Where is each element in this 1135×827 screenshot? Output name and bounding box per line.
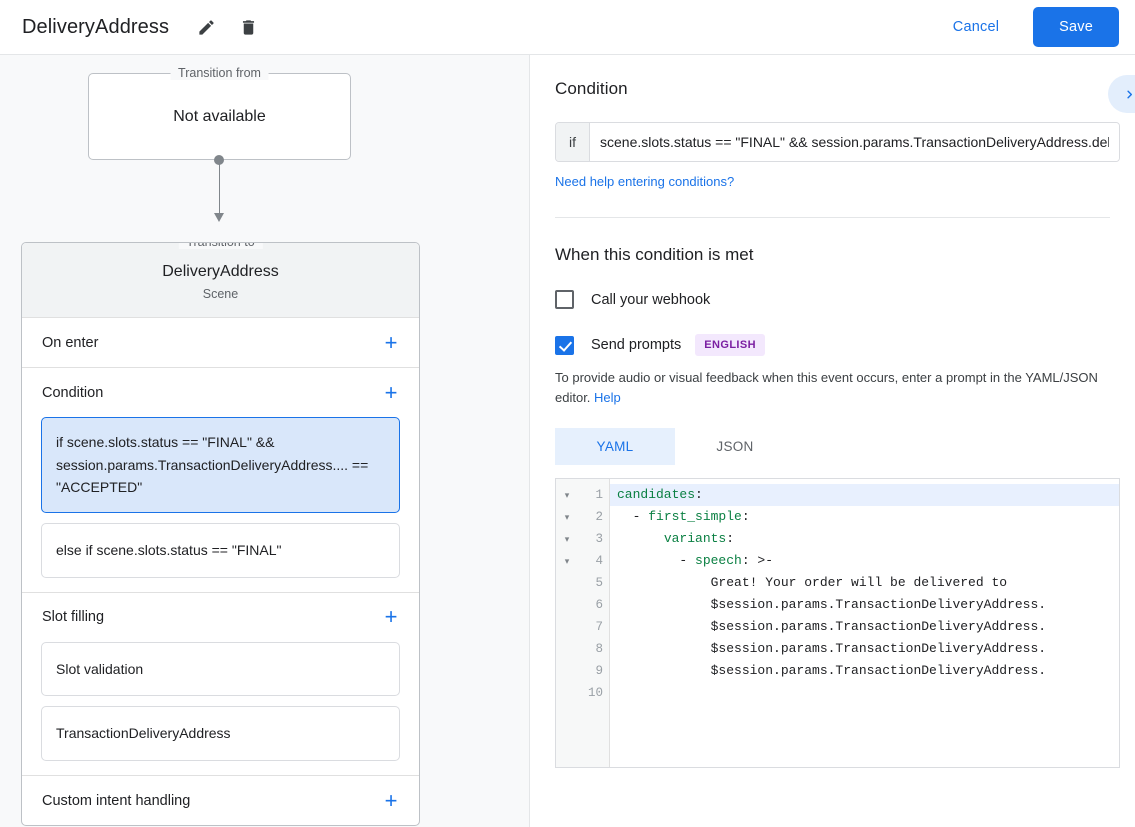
line-number: 1 bbox=[595, 488, 603, 503]
condition-help-link[interactable]: Need help entering conditions? bbox=[555, 174, 735, 189]
page-title: DeliveryAddress bbox=[22, 15, 170, 38]
tab-json[interactable]: JSON bbox=[716, 439, 754, 455]
code-line[interactable]: candidates: bbox=[610, 484, 1119, 507]
editor-code-area[interactable]: candidates: - first_simple: variants: - … bbox=[610, 479, 1119, 767]
code-line[interactable]: variants: bbox=[663, 531, 735, 547]
transition-to-header: DeliveryAddress Scene bbox=[22, 243, 419, 318]
condition-input-row: if bbox=[555, 122, 1120, 162]
transition-from-legend: Transition from bbox=[170, 66, 269, 80]
call-webhook-label: Call your webhook bbox=[591, 291, 711, 308]
section-title-slot-filling: Slot filling bbox=[42, 609, 105, 626]
condition-if-label: if bbox=[556, 123, 590, 161]
line-number: 6 bbox=[595, 598, 603, 613]
transition-to-subtitle: Scene bbox=[202, 287, 239, 301]
code-key: speech bbox=[695, 553, 742, 569]
condition-expression-input[interactable] bbox=[590, 123, 1119, 161]
section-title-custom-intent-handling: Custom intent handling bbox=[42, 792, 191, 809]
transition-from-value: Not available bbox=[173, 107, 266, 125]
fold-toggle-icon[interactable]: ▾ bbox=[564, 511, 570, 522]
line-number: 10 bbox=[587, 686, 603, 701]
editor-format-tabs: YAML JSON bbox=[555, 428, 1110, 466]
section-on-enter: On enter + bbox=[22, 318, 419, 368]
cancel-button[interactable]: Cancel bbox=[937, 11, 1015, 43]
condition-item[interactable]: else if scene.slots.status == "FINAL" bbox=[41, 523, 400, 578]
code-line[interactable]: $session.params.TransactionDeliveryAddre… bbox=[617, 641, 1047, 657]
scene-graph-panel: Transition from Not available Transition… bbox=[0, 55, 530, 827]
add-condition-icon[interactable]: + bbox=[384, 379, 398, 405]
send-prompts-row: Send prompts ENGLISH bbox=[555, 334, 1110, 356]
code-line[interactable]: $session.params.TransactionDeliveryAddre… bbox=[617, 619, 1047, 635]
section-header-condition[interactable]: Condition + bbox=[22, 368, 419, 417]
prompts-hint-text: To provide audio or visual feedback when… bbox=[555, 370, 1098, 406]
line-number: 8 bbox=[595, 642, 603, 657]
condition-details-panel: Condition if Need help entering conditio… bbox=[530, 55, 1135, 827]
code-line[interactable]: Great! Your order will be delivered to bbox=[617, 575, 1008, 591]
section-header-slot-filling[interactable]: Slot filling + bbox=[22, 593, 419, 642]
save-button[interactable]: Save bbox=[1033, 7, 1119, 47]
send-prompts-checkbox[interactable] bbox=[555, 335, 574, 355]
editor-fold-gutter[interactable]: ▾ ▾ ▾ ▾ bbox=[556, 479, 578, 768]
code-line[interactable] bbox=[610, 682, 1119, 704]
code-key: first_simple bbox=[648, 509, 742, 525]
code-line[interactable]: - first_simple: bbox=[617, 509, 750, 525]
transition-to-name: DeliveryAddress bbox=[162, 263, 279, 280]
expand-panel-button[interactable] bbox=[1108, 75, 1135, 113]
code-line[interactable]: - speech: >- bbox=[617, 553, 774, 569]
line-number: 7 bbox=[595, 620, 603, 635]
prompt-code-editor[interactable]: ▾ ▾ ▾ ▾ 1 2 3 4 5 6 7 8 9 10 candidates: - first_sim… bbox=[555, 478, 1120, 769]
prompts-help-link[interactable]: Help bbox=[594, 390, 621, 406]
transition-from-card: Transition from Not available bbox=[88, 66, 351, 160]
panel-divider bbox=[555, 217, 1110, 218]
section-body-condition: if scene.slots.status == "FINAL" && sess… bbox=[22, 417, 419, 592]
transition-to-card: Transition to DeliveryAddress Scene On e… bbox=[21, 242, 420, 827]
call-webhook-checkbox[interactable] bbox=[555, 290, 574, 309]
line-number: 3 bbox=[595, 532, 603, 547]
section-header-custom-intent-handling[interactable]: Custom intent handling + bbox=[22, 776, 419, 825]
line-number: 9 bbox=[595, 664, 603, 679]
code-line[interactable]: $session.params.TransactionDeliveryAddre… bbox=[617, 597, 1047, 613]
fold-toggle-icon[interactable]: ▾ bbox=[564, 489, 570, 500]
fold-toggle-icon[interactable]: ▾ bbox=[564, 555, 570, 566]
connector-line bbox=[218, 160, 220, 215]
condition-block: Condition if Need help entering conditio… bbox=[530, 55, 1135, 218]
language-badge: ENGLISH bbox=[695, 334, 765, 356]
add-slot-filling-icon[interactable]: + bbox=[384, 604, 398, 630]
line-number: 2 bbox=[595, 510, 603, 525]
tab-yaml[interactable]: YAML bbox=[555, 428, 675, 466]
trash-icon bbox=[242, 19, 254, 35]
section-slot-filling: Slot filling + Slot validation Transacti… bbox=[22, 593, 419, 777]
top-app-bar: DeliveryAddress Cancel Save bbox=[0, 0, 1135, 55]
section-header-on-enter[interactable]: On enter + bbox=[22, 318, 419, 367]
editor-line-numbers: 1 2 3 4 5 6 7 8 9 10 bbox=[578, 479, 610, 768]
condition-item-selected[interactable]: if scene.slots.status == "FINAL" && sess… bbox=[41, 417, 400, 514]
when-met-heading: When this condition is met bbox=[555, 245, 754, 264]
condition-heading: Condition bbox=[555, 79, 628, 98]
delete-button[interactable] bbox=[231, 10, 265, 44]
code-key: variants bbox=[663, 531, 727, 547]
line-number: 4 bbox=[595, 554, 603, 569]
send-prompts-label: Send prompts bbox=[591, 337, 682, 353]
section-custom-intent-handling: Custom intent handling + bbox=[22, 776, 419, 825]
code-key: candidates bbox=[617, 487, 696, 503]
section-title-on-enter: On enter bbox=[42, 334, 99, 351]
section-condition: Condition + if scene.slots.status == "FI… bbox=[22, 368, 419, 593]
edit-name-button[interactable] bbox=[189, 10, 223, 44]
main-body: Transition from Not available Transition… bbox=[0, 55, 1135, 827]
section-body-slot-filling: Slot validation TransactionDeliveryAddre… bbox=[22, 641, 419, 775]
add-custom-intent-icon[interactable]: + bbox=[384, 787, 398, 813]
pencil-icon bbox=[198, 19, 214, 35]
slot-item-transaction-delivery-address[interactable]: TransactionDeliveryAddress bbox=[41, 706, 400, 762]
webhook-row: Call your webhook bbox=[555, 290, 1110, 309]
code-line[interactable]: $session.params.TransactionDeliveryAddre… bbox=[617, 663, 1047, 679]
connector-arrow-icon bbox=[214, 213, 224, 222]
section-title-condition: Condition bbox=[42, 384, 104, 401]
line-number: 5 bbox=[595, 576, 603, 591]
when-condition-met-block: When this condition is met Call your web… bbox=[530, 218, 1135, 466]
fold-toggle-icon[interactable]: ▾ bbox=[564, 533, 570, 544]
slot-validation-item[interactable]: Slot validation bbox=[41, 641, 400, 697]
add-on-enter-icon[interactable]: + bbox=[384, 329, 398, 355]
chevron-right-icon bbox=[1126, 90, 1132, 98]
prompts-hint: To provide audio or visual feedback when… bbox=[555, 368, 1121, 408]
transition-to-legend: Transition to bbox=[178, 243, 263, 249]
